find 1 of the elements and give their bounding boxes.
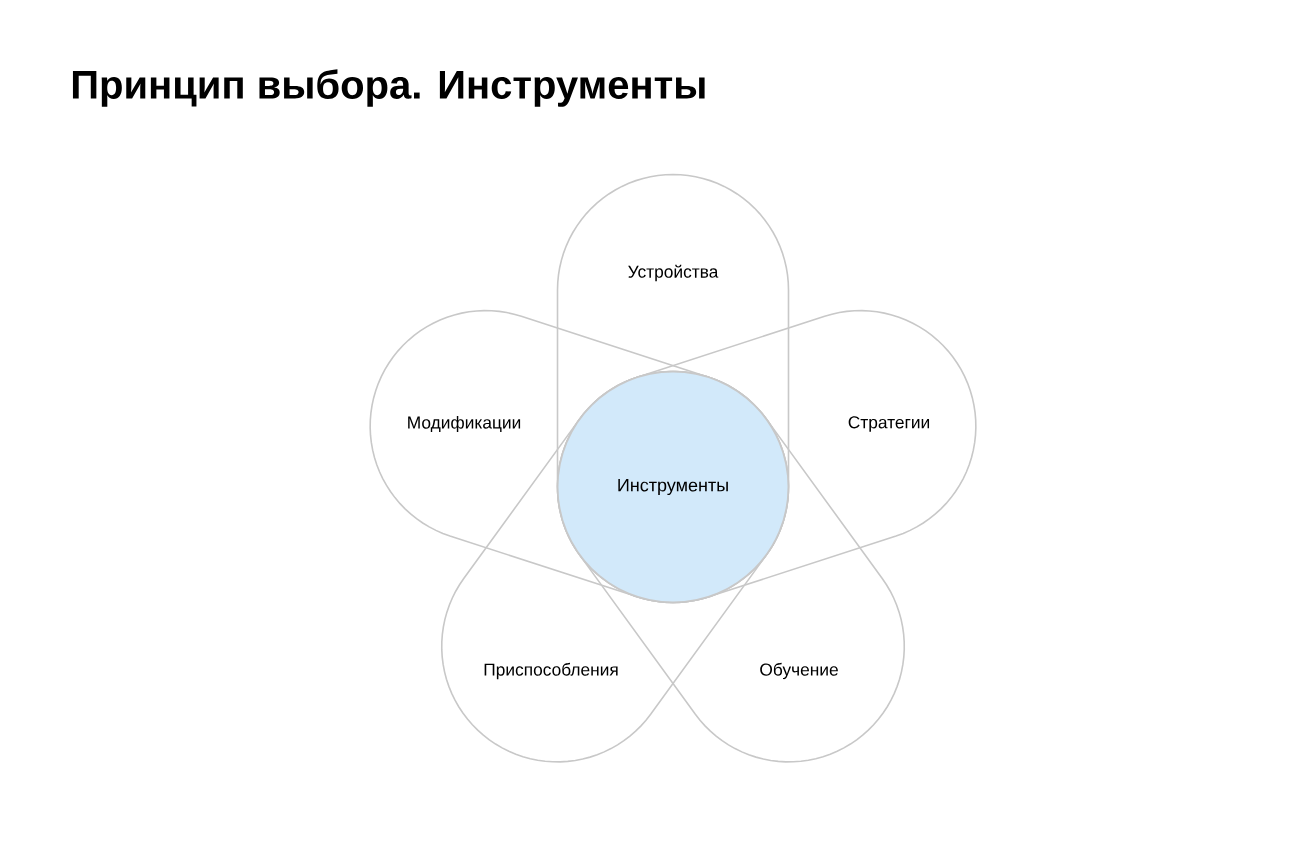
- title: Принцип выбора. Инструменты: [72, 69, 705, 107]
